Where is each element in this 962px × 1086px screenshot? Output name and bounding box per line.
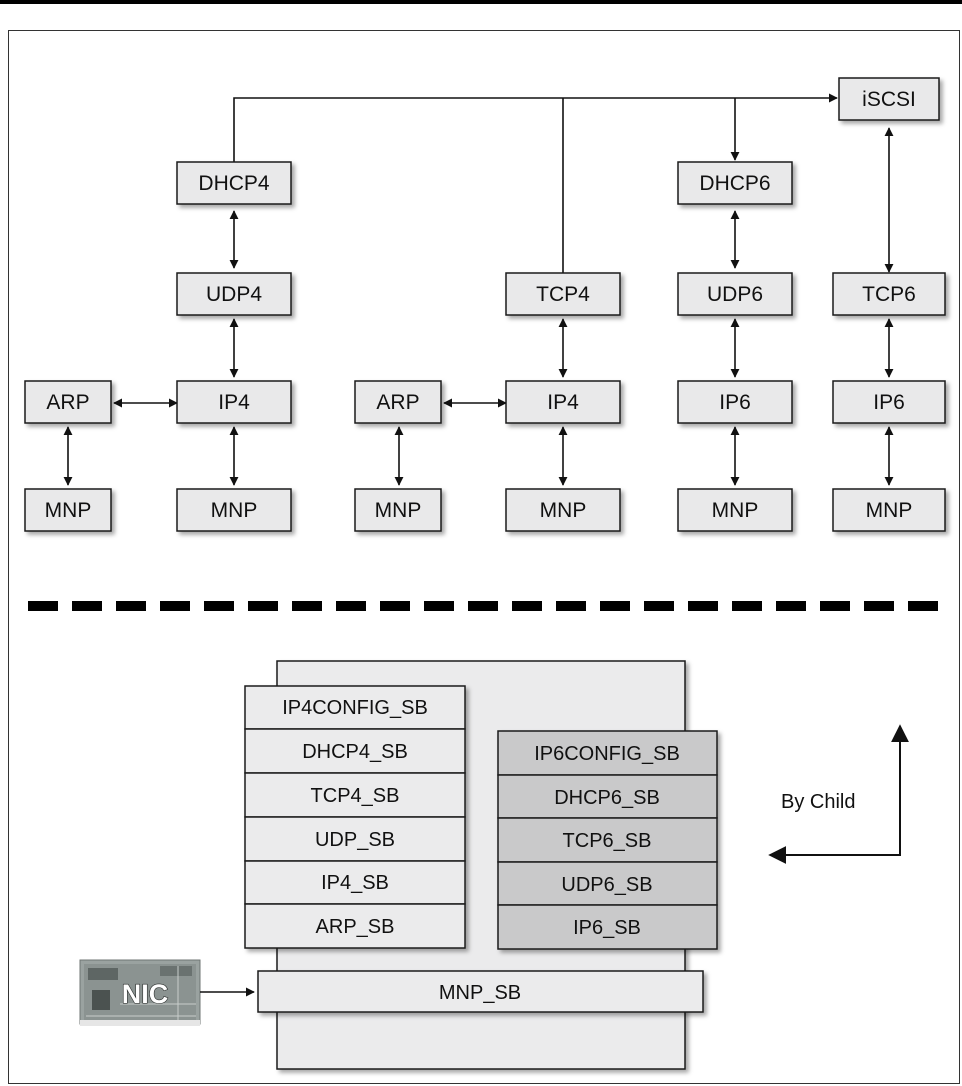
iscsi-label: iSCSI: [862, 88, 916, 111]
iscsi-node: iSCSI: [839, 78, 939, 120]
mnp-label-6: MNP: [866, 499, 913, 522]
bus-line-to-iscsi: [234, 98, 837, 170]
mnp-node-6: MNP: [833, 489, 945, 531]
udp6-sb-label: UDP6_SB: [561, 874, 652, 896]
ip6-sb-label: IP6_SB: [573, 917, 641, 939]
nic-label: NIC: [122, 979, 169, 1009]
udp6-label: UDP6: [707, 283, 763, 306]
arp-label-2: ARP: [376, 391, 419, 414]
udp-sb-label: UDP_SB: [315, 829, 395, 851]
tcp4-sb-label: TCP4_SB: [311, 785, 400, 807]
dhcp4-sb-label: DHCP4_SB: [302, 741, 408, 763]
tcp6-node: TCP6: [833, 273, 945, 315]
service-binding-stack: IP4CONFIG_SB DHCP4_SB TCP4_SB UDP_SB IP4…: [245, 661, 717, 1069]
arp-node-1: ARP: [25, 381, 111, 423]
mnp-node-2: MNP: [177, 489, 291, 531]
mnp-label-1: MNP: [45, 499, 92, 522]
mnp-node-5: MNP: [678, 489, 792, 531]
ip4-sb-label: IP4_SB: [321, 872, 389, 894]
arp-label-1: ARP: [46, 391, 89, 414]
ip4-node-1: IP4: [177, 381, 291, 423]
tcp6-sb-label: TCP6_SB: [563, 830, 652, 852]
arp-node-2: ARP: [355, 381, 441, 423]
ip4-label-2: IP4: [547, 391, 579, 414]
mnp-label-3: MNP: [375, 499, 422, 522]
dhcp4-label: DHCP4: [198, 172, 270, 195]
dhcp6-node: DHCP6: [678, 162, 792, 204]
udp4-node: UDP4: [177, 273, 291, 315]
mnp-sb-label: MNP_SB: [439, 982, 521, 1004]
arp-sb-label: ARP_SB: [316, 916, 395, 938]
tcp4-node: TCP4: [506, 273, 620, 315]
ip6-label-1: IP6: [719, 391, 751, 414]
by-child-label: By Child: [781, 791, 855, 813]
nic-card-image: NIC: [80, 960, 200, 1026]
tcp4-label: TCP4: [536, 283, 590, 306]
mnp-node-3: MNP: [355, 489, 441, 531]
udp6-node: UDP6: [678, 273, 792, 315]
ipv4-binding-column: [245, 686, 465, 948]
mnp-node-4: MNP: [506, 489, 620, 531]
mnp-label-4: MNP: [540, 499, 587, 522]
protocol-nodes: iSCSI DHCP4 DHCP6 UDP4 TCP4 UDP6 TCP6 A: [25, 78, 945, 531]
ip6-node-1: IP6: [678, 381, 792, 423]
mnp-label-2: MNP: [211, 499, 258, 522]
ip6-label-2: IP6: [873, 391, 905, 414]
dhcp4-node: DHCP4: [177, 162, 291, 204]
udp4-label: UDP4: [206, 283, 262, 306]
dhcp6-label: DHCP6: [699, 172, 770, 195]
ip4config-sb-label: IP4CONFIG_SB: [282, 697, 428, 719]
ip6-node-2: IP6: [833, 381, 945, 423]
ip4-label-1: IP4: [218, 391, 250, 414]
dhcp6-sb-label: DHCP6_SB: [554, 787, 660, 809]
tcp6-label: TCP6: [862, 283, 916, 306]
mnp-label-5: MNP: [712, 499, 759, 522]
by-child-legend: By Child: [770, 726, 900, 855]
ip4-node-2: IP4: [506, 381, 620, 423]
ip6config-sb-label: IP6CONFIG_SB: [534, 743, 680, 765]
mnp-node-1: MNP: [25, 489, 111, 531]
